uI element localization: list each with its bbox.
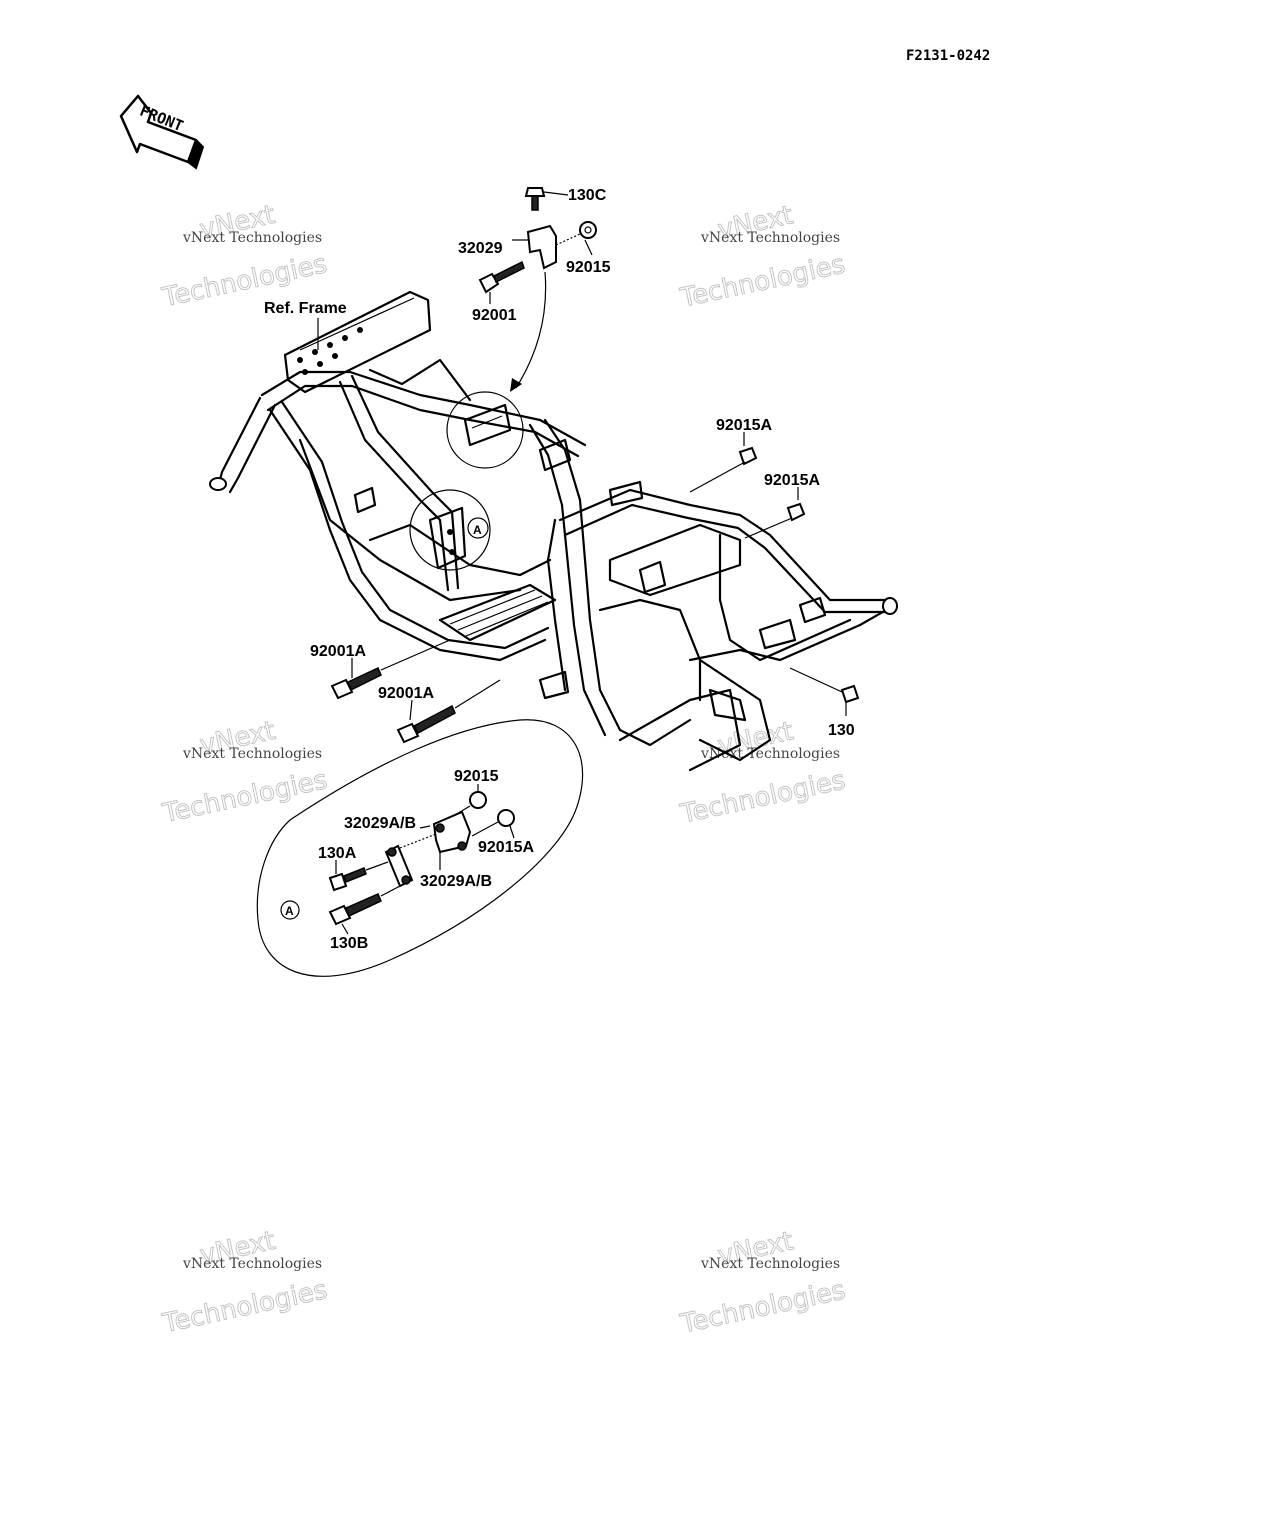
callout-92015a-2: 92015A <box>764 472 820 489</box>
callout-130b: 130B <box>330 935 368 952</box>
watermark-mid-left: vNext vNext Technologies Technologies <box>159 715 330 829</box>
bolt-130-icon <box>840 684 860 704</box>
document-number: F2131-0242 <box>906 48 990 64</box>
detail-a-marker-inset <box>280 900 300 920</box>
detail-circle-upper <box>446 391 524 469</box>
left-lower-bolts <box>330 639 501 744</box>
callout-92015-detail: 92015 <box>454 768 499 785</box>
callout-92015a-detail: 92015A <box>478 839 534 856</box>
upper-mount-parts <box>478 187 597 392</box>
callout-32029ab-1: 32029A/B <box>344 815 416 832</box>
svg-text:vNext Technologies: vNext Technologies <box>182 746 322 762</box>
svg-text:Technologies: Technologies <box>159 765 330 829</box>
bolt-92001a-upper-icon <box>330 678 354 700</box>
watermark-bottom-left: vNext vNext Technologies Technologies <box>159 1225 330 1339</box>
detail-a-marker-inset-label: A <box>285 904 294 918</box>
callout-32029: 32029 <box>458 240 503 257</box>
callout-92015-top: 92015 <box>566 259 611 276</box>
nut-92015a-lower-icon <box>786 502 806 522</box>
svg-text:Technologies: Technologies <box>159 1275 330 1339</box>
detail-a-marker-frame-label: A <box>473 523 482 537</box>
callout-92001a-2: 92001A <box>378 685 434 702</box>
svg-text:vNext Technologies: vNext Technologies <box>182 230 322 246</box>
front-arrow-icon: FRONT <box>119 94 205 170</box>
detail-circle-a <box>409 489 491 571</box>
svg-text:Technologies: Technologies <box>677 1275 848 1339</box>
callout-130c: 130C <box>568 187 607 204</box>
watermark-top-right: vNext vNext Technologies Technologies <box>677 200 848 314</box>
bracket-32029-icon <box>526 224 557 270</box>
callout-92001a-1: 92001A <box>310 643 366 660</box>
nut-92015-icon <box>579 221 597 239</box>
detail-a-oval <box>256 719 584 977</box>
callout-92001: 92001 <box>472 307 517 324</box>
callout-32029ab-2: 32029A/B <box>420 873 492 890</box>
ref-frame-label: Ref. Frame <box>264 300 347 317</box>
callout-92015a-1: 92015A <box>716 417 772 434</box>
nut-92015-detail-icon <box>469 791 487 809</box>
callout-130: 130 <box>828 722 855 739</box>
svg-text:vNext Technologies: vNext Technologies <box>700 1256 840 1272</box>
nut-92015a-upper-icon <box>738 446 758 466</box>
bolt-130c-icon <box>524 187 546 197</box>
nut-92015a-detail-icon <box>497 809 515 827</box>
callout-130a: 130A <box>318 845 357 862</box>
callout-labels: Ref. Frame 130C 32029 92015 92001 92015A… <box>264 187 855 952</box>
right-side-parts <box>689 432 860 716</box>
detail-a-marker-frame <box>467 517 489 539</box>
watermark-top-left: vNext vNext Technologies Technologies <box>159 199 330 313</box>
watermark-bottom-right: vNext vNext Technologies Technologies <box>677 1226 848 1340</box>
bolt-130b-icon <box>328 904 352 926</box>
svg-text:Technologies: Technologies <box>677 765 848 829</box>
svg-text:vNext Technologies: vNext Technologies <box>182 1256 322 1272</box>
bolt-92001-icon <box>478 272 500 294</box>
svg-text:Technologies: Technologies <box>677 249 848 313</box>
bolt-130a-icon <box>328 872 348 892</box>
bolt-92001a-lower-icon <box>396 722 420 744</box>
detail-a-inset: A <box>256 719 584 977</box>
watermark-mid-right: vNext vNext Technologies Technologies <box>677 716 848 830</box>
atv-frame-drawing: A <box>209 290 898 772</box>
bolt-130c-shank <box>531 195 539 211</box>
svg-text:vNext Technologies: vNext Technologies <box>700 230 840 246</box>
